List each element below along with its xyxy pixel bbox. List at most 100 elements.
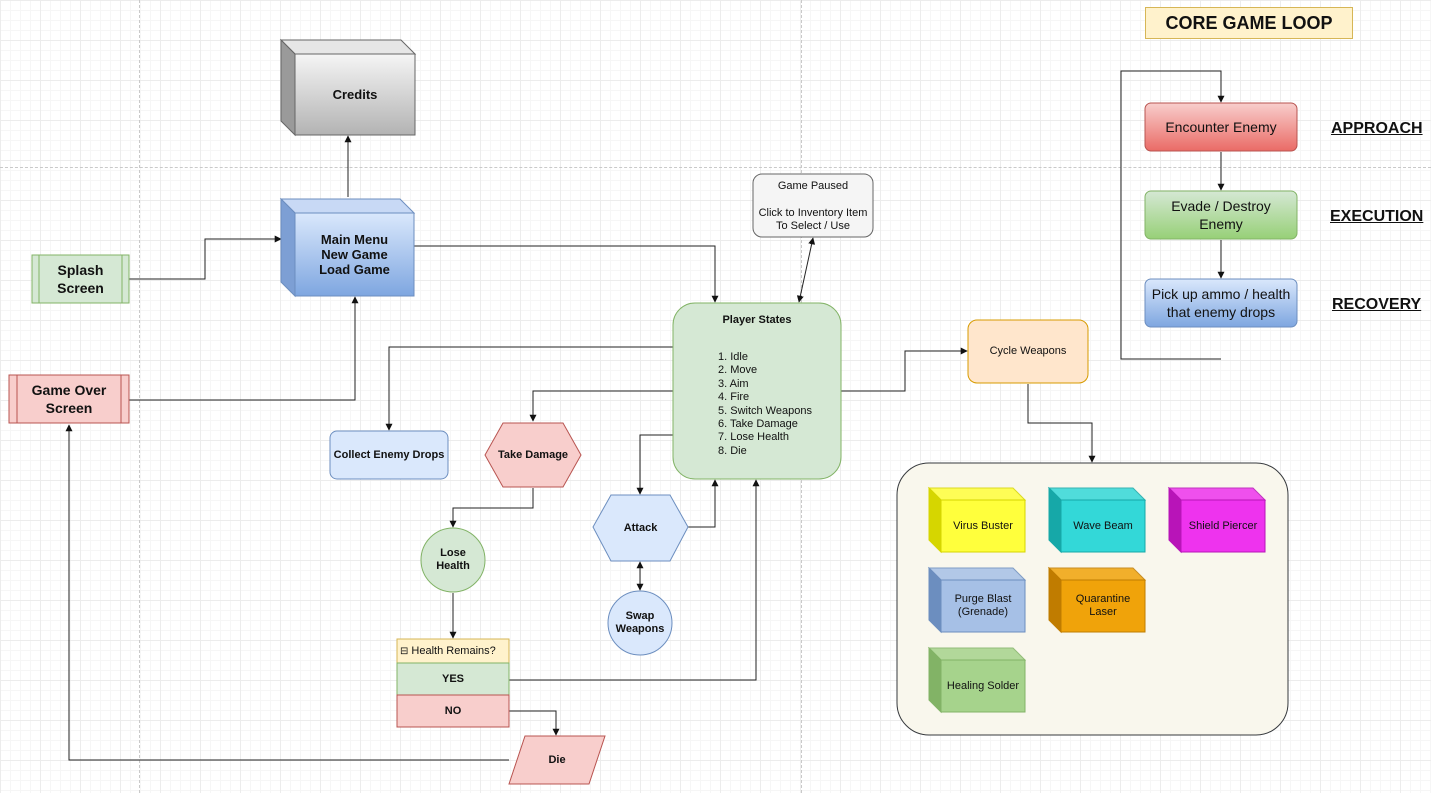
edge-cycle-weapons xyxy=(1027,384,1096,463)
evade-destroy-box[interactable] xyxy=(1144,190,1298,240)
loop-phase-label: RECOVERY xyxy=(1332,296,1422,313)
game-paused-text: Click to Inventory Item To Select / Use xyxy=(753,205,873,235)
weapon-label: Virus Buster xyxy=(941,500,1025,552)
lose-health-line: Health xyxy=(436,560,470,572)
take-damage-label: Take Damage xyxy=(497,448,569,461)
lose-health-line: Lose xyxy=(440,547,466,559)
cycle-weapons-box[interactable] xyxy=(967,319,1089,384)
weapon-label-line: Virus Buster xyxy=(953,519,1013,532)
connectors xyxy=(65,70,1225,761)
weapon-label-line: (Grenade) xyxy=(957,606,1009,618)
weapon-cube[interactable] xyxy=(927,566,1027,634)
main-menu-cube[interactable] xyxy=(279,197,416,298)
attack-label: Attack xyxy=(623,521,658,534)
weapon-label-line: Wave Beam xyxy=(1073,519,1133,532)
edge-splash-menu xyxy=(129,235,282,280)
credits-label: Credits xyxy=(332,87,378,102)
no-row[interactable] xyxy=(396,694,510,728)
pickup-drops-box[interactable] xyxy=(1144,278,1298,328)
credits-cube[interactable] xyxy=(279,38,417,137)
loop-phase-label: APPROACH xyxy=(1331,120,1423,137)
edge-player-collect xyxy=(385,346,673,431)
game-over-label: Game Over Screen xyxy=(17,375,121,423)
edge-attack-player xyxy=(688,479,719,528)
splash-screen-label: Splash Screen xyxy=(39,255,122,303)
main-menu-line: Main Menu xyxy=(320,232,389,247)
player-state-item: 8. Die xyxy=(718,444,747,457)
edge-player-attack xyxy=(636,434,673,495)
lose-health-label: Lose Health xyxy=(421,528,485,592)
health-remains-title: Health Remains? xyxy=(411,644,496,657)
swap-weapons-line: Weapons xyxy=(615,623,665,635)
collect-drops-label: Collect Enemy Drops xyxy=(333,448,445,461)
edge-no-die xyxy=(509,710,560,736)
edge-menu-player xyxy=(414,245,719,303)
loop-step-line: Evade / Destroy xyxy=(1171,198,1271,214)
weapon-label-line: Purge Blast xyxy=(954,593,1012,605)
encounter-enemy-box[interactable] xyxy=(1144,102,1298,152)
edge-player-cycle xyxy=(841,347,968,392)
edge-die-gameover xyxy=(65,424,509,761)
splash-line: Splash xyxy=(57,262,104,278)
page-guide xyxy=(0,167,1431,168)
player-state-item: 1. Idle xyxy=(718,351,748,363)
cycle-weapons-label: Cycle Weapons xyxy=(989,345,1067,357)
player-state-item: 3. Aim xyxy=(718,377,749,390)
player-state-item: 6. Take Damage xyxy=(718,418,798,431)
page-guide xyxy=(139,0,140,793)
game-paused-line: To Select / Use xyxy=(776,220,850,232)
weapon-label: Shield Piercer xyxy=(1181,500,1265,552)
player-state-item: 7. Lose Health xyxy=(718,431,789,444)
weapon-label: Healing Solder xyxy=(941,660,1025,712)
weapon-cube[interactable] xyxy=(927,486,1027,554)
weapon-label-line: Laser xyxy=(1089,606,1117,618)
collect-drops-box[interactable] xyxy=(329,430,449,480)
game-over-line: Screen xyxy=(45,400,93,416)
page-title: CORE GAME LOOP xyxy=(1145,7,1353,39)
swap-weapons-circle[interactable] xyxy=(607,590,673,656)
game-over-screen-box[interactable] xyxy=(8,374,130,424)
game-paused-title: Game Paused xyxy=(777,179,849,192)
loop-step-line: that enemy drops xyxy=(1166,304,1276,320)
edge-gameover-menu xyxy=(129,296,359,401)
main-menu-label: Main Menu New Game Load Game xyxy=(295,213,414,296)
weapon-cube[interactable] xyxy=(1167,486,1267,554)
weapon-label-line: Quarantine xyxy=(1075,593,1131,605)
collapse-icon[interactable]: ⊟ xyxy=(400,645,409,657)
weapon-cube[interactable] xyxy=(927,646,1027,714)
game-paused-box[interactable] xyxy=(752,173,874,238)
weapon-cube[interactable] xyxy=(1047,566,1147,634)
attack-hexagon[interactable] xyxy=(592,494,689,562)
loop-step-label: Encounter Enemy xyxy=(1145,103,1297,151)
health-remains-header: ⊟ Health Remains? xyxy=(397,639,509,663)
edge-player-paused xyxy=(796,237,816,303)
splash-line: Screen xyxy=(57,280,104,296)
weapon-label-line: Healing Solder xyxy=(946,679,1020,692)
health-check-table xyxy=(396,638,510,728)
no-label: NO xyxy=(444,704,462,717)
edge-damage-health xyxy=(449,488,534,528)
game-over-line: Game Over xyxy=(31,382,107,398)
swap-weapons-line: Swap xyxy=(625,610,655,622)
player-state-item: 4. Fire xyxy=(718,391,750,404)
loop-phase-label: EXECUTION xyxy=(1330,208,1424,225)
player-states-box[interactable] xyxy=(672,302,842,480)
weapon-cube[interactable] xyxy=(1047,486,1147,554)
yes-row[interactable] xyxy=(396,662,510,696)
new-game-line: New Game xyxy=(321,247,388,262)
take-damage-hexagon[interactable] xyxy=(484,422,582,488)
lose-health-circle[interactable] xyxy=(420,527,486,593)
load-game-line: Load Game xyxy=(319,262,390,277)
yes-label: YES xyxy=(441,672,464,685)
die-parallelogram[interactable] xyxy=(508,735,606,785)
die-label: Die xyxy=(548,753,566,766)
splash-screen-box[interactable] xyxy=(31,254,130,304)
player-state-item: 2. Move xyxy=(718,364,758,377)
loop-step-line: Enemy xyxy=(1199,216,1243,232)
weapon-label: Purge Blast(Grenade) xyxy=(941,580,1025,632)
loop-step-line: Encounter Enemy xyxy=(1165,119,1277,135)
